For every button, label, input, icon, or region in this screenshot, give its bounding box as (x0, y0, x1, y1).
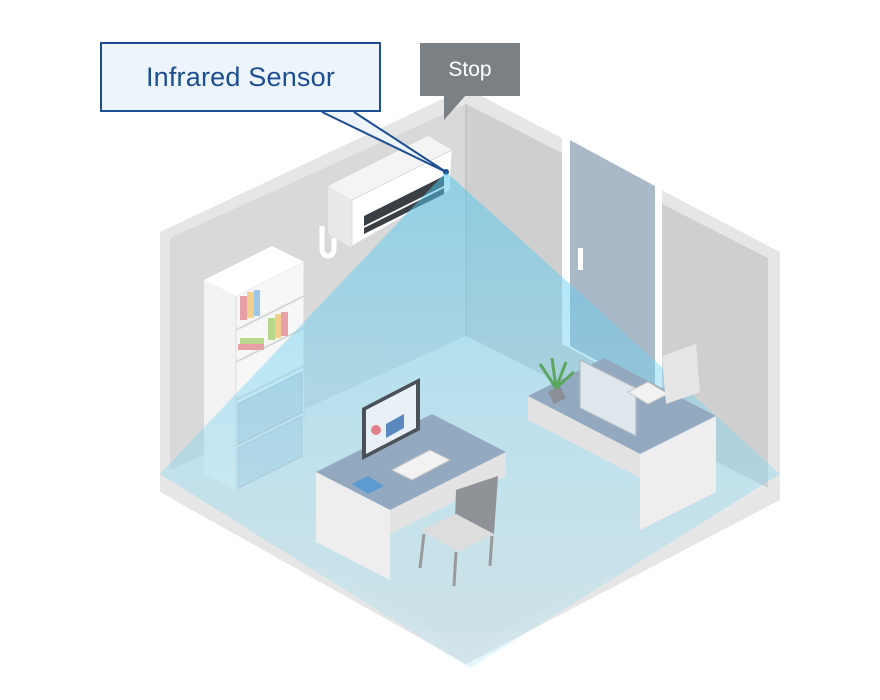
book (240, 338, 264, 344)
chair-leg (418, 533, 426, 569)
monitor-display (366, 384, 416, 454)
keyboard (390, 449, 452, 481)
monitor-chart (386, 414, 404, 438)
plant-leaves (538, 357, 575, 390)
desk-front (316, 472, 390, 580)
ac-vent (364, 176, 444, 226)
chair-leg (452, 551, 458, 587)
plant-pot (548, 386, 566, 404)
ac-side (328, 186, 352, 248)
door-handle (578, 248, 583, 270)
ac-drain-pipe (319, 226, 337, 259)
chair-leg (488, 535, 494, 567)
front-desk (316, 378, 506, 587)
shelf-1 (235, 295, 305, 331)
detection-beam (160, 172, 780, 668)
book (238, 344, 264, 350)
notebook (352, 476, 384, 494)
infrared-sensor-label: Infrared Sensor (100, 42, 381, 112)
book (247, 292, 254, 318)
status-label: Stop (420, 43, 520, 96)
status-callout-pointer (444, 95, 466, 120)
bookshelf-top (204, 246, 304, 296)
ac-top (328, 136, 452, 200)
monitor-screen (579, 359, 637, 437)
air-conditioner-icon (319, 136, 453, 259)
shelf-2 (235, 327, 305, 363)
sensor-callout-pointer (321, 111, 447, 173)
chair-seat (420, 514, 494, 552)
back-desk (528, 344, 716, 530)
book (281, 312, 288, 336)
book (240, 296, 247, 320)
desk-side (528, 396, 640, 478)
book (268, 318, 275, 340)
monitor-pie (371, 425, 381, 435)
book (254, 290, 260, 316)
desk-front (640, 416, 716, 530)
chair-back (662, 344, 700, 404)
desk-side (390, 452, 506, 534)
book (275, 314, 281, 338)
